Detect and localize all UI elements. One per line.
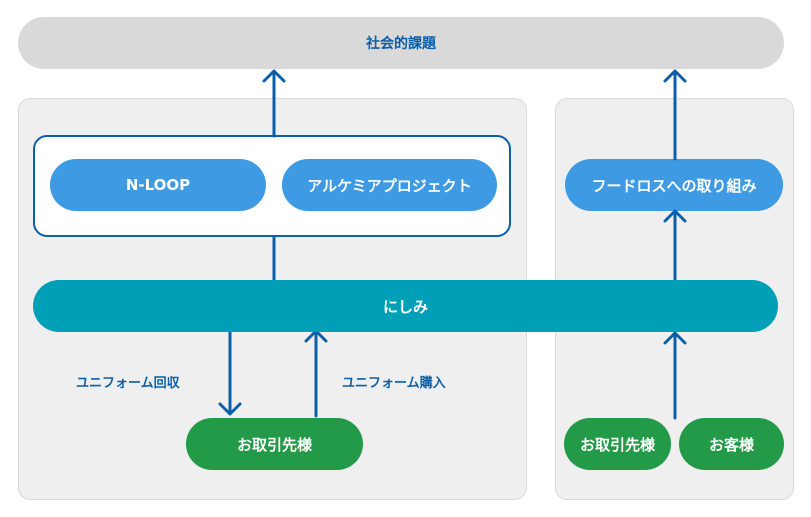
business-partners-label: お取引先様	[236, 435, 312, 454]
nishimi-label: にしみ	[382, 297, 428, 316]
alchemia-project-label: アルケミアプロジェクト	[307, 176, 472, 195]
n-loop-label: N-LOOP	[125, 176, 191, 194]
nishimi-bar: にしみ	[33, 280, 778, 332]
food-loss-label: フードロスへの取り組み	[591, 176, 757, 195]
right-business-partners-pill: お取引先様	[564, 418, 671, 470]
arrowhead-group-to-social	[262, 69, 286, 83]
customers-label: お客様	[708, 435, 754, 454]
business-partners-pill: お取引先様	[186, 418, 363, 470]
right-business-partners-label: お取引先様	[579, 435, 655, 454]
customers-pill: お客様	[679, 418, 784, 470]
social-issues-bar: 社会的課題	[18, 17, 784, 69]
recovery-label: ユニフォーム回収	[76, 376, 180, 391]
social-issues-label: 社会的課題	[366, 36, 436, 52]
alchemia-project-pill: アルケミアプロジェクト	[282, 159, 497, 211]
purchase-label: ユニフォーム購入	[342, 376, 446, 391]
food-loss-pill: フードロスへの取り組み	[565, 159, 783, 211]
arrowhead-foodloss-to-social	[663, 69, 687, 83]
n-loop-pill: N-LOOP	[50, 159, 266, 211]
